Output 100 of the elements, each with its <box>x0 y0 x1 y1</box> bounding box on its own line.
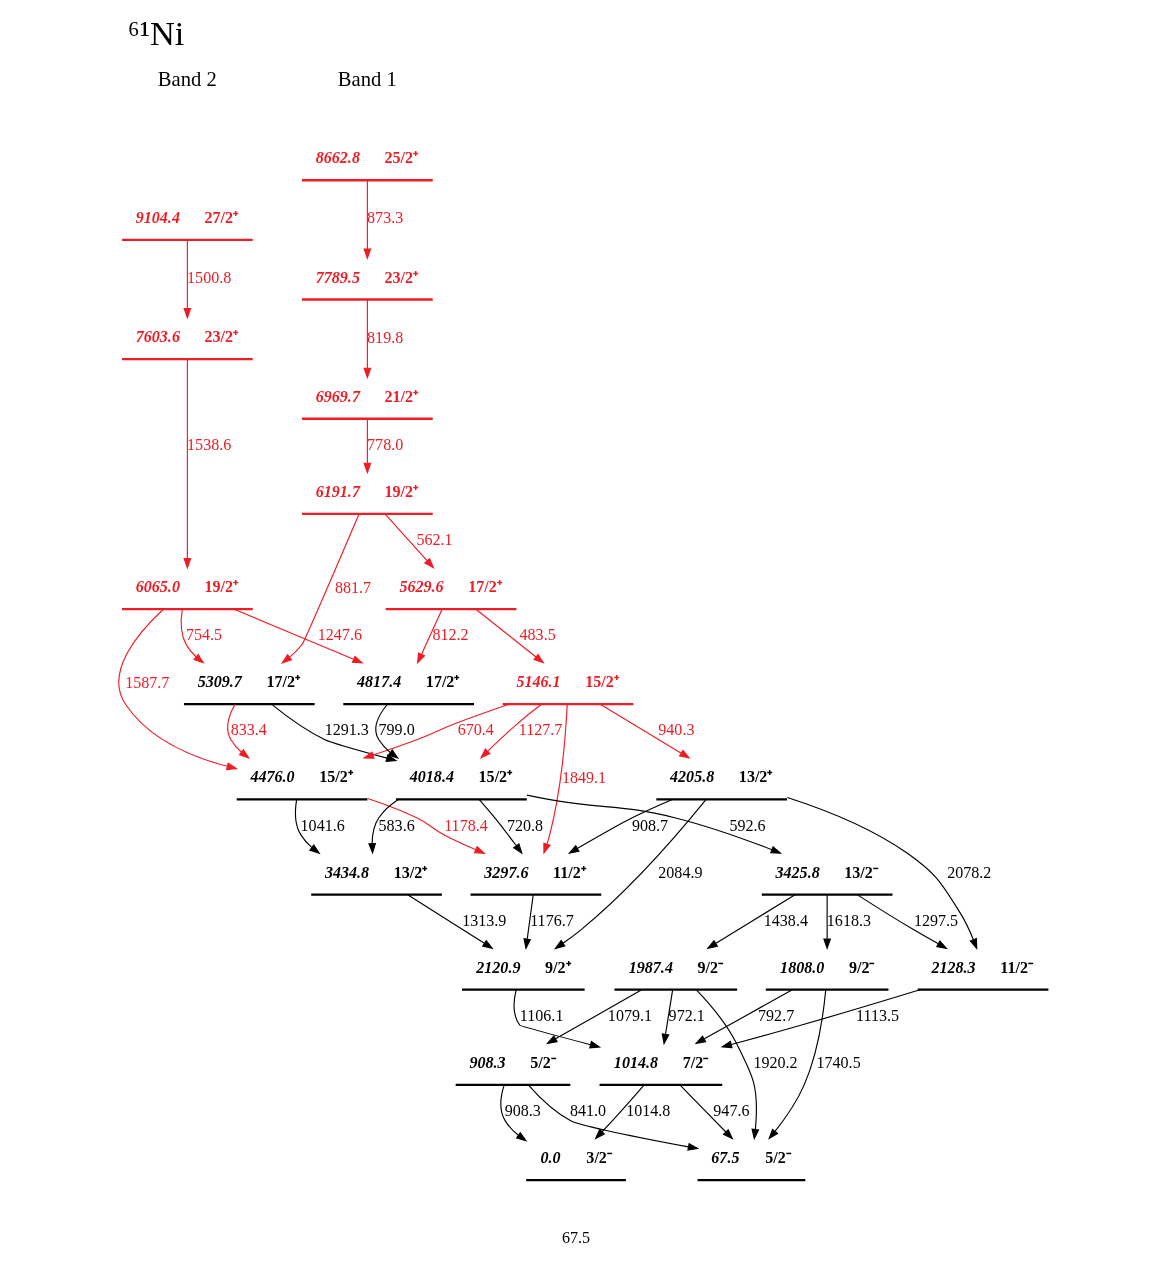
edge-label: 2084.9 <box>657 864 702 882</box>
edge-label: 754.5 <box>185 626 222 644</box>
edge-label: 1740.5 <box>816 1054 861 1072</box>
edge-label: 881.7 <box>334 578 371 596</box>
edge-label: 1113.5 <box>855 1006 899 1024</box>
node-text: 4018.4 15/2⁺ <box>409 768 512 786</box>
node-text: 6191.7 19/2⁺ <box>315 482 418 500</box>
edge-label: 720.8 <box>506 816 543 834</box>
arrow <box>474 608 545 664</box>
edge-label: 1079.1 <box>607 1006 652 1024</box>
edge-label: 1618.3 <box>826 911 871 929</box>
edge-label: 1291.3 <box>324 721 369 739</box>
arrow <box>786 796 977 950</box>
arrow <box>542 703 568 855</box>
edge-label: 2078.2 <box>946 864 991 882</box>
edge-label: 799.0 <box>378 721 415 739</box>
arrow <box>478 799 523 855</box>
edge-label: 483.5 <box>519 626 556 644</box>
node-text: 5309.7 17/2⁺ <box>197 673 300 691</box>
edge-label: 1297.5 <box>913 911 958 929</box>
arrow <box>593 1084 645 1140</box>
edge-label: 1014.8 <box>625 1102 670 1120</box>
edge-label: 792.7 <box>757 1006 794 1024</box>
label: Band 2 <box>157 67 217 90</box>
arrow <box>661 989 673 1046</box>
node-text: 1808.0 9/2⁻ <box>779 958 874 976</box>
edge-label: 583.6 <box>378 816 415 834</box>
edge-label: 812.2 <box>431 626 469 644</box>
edge-label: 833.4 <box>230 721 267 739</box>
arrow <box>367 798 399 855</box>
edge-label: 592.6 <box>728 816 766 834</box>
edge-label: 908.3 <box>504 1102 541 1120</box>
arrow <box>525 794 782 854</box>
edge-label: 1587.7 <box>124 673 169 691</box>
arrow <box>362 418 371 475</box>
arrow <box>270 703 397 762</box>
node-text: 908.3 5/2⁻ <box>468 1053 556 1071</box>
arrow <box>567 798 673 854</box>
edge-label: 1438.4 <box>763 911 808 929</box>
label: Band 1 <box>337 67 397 90</box>
arrow <box>527 1084 699 1151</box>
node-text: 1014.8 7/2⁻ <box>613 1053 708 1071</box>
arrow <box>856 894 948 950</box>
arrow <box>479 703 542 759</box>
arrow <box>512 989 601 1049</box>
edge-label: 1106.1 <box>519 1006 563 1024</box>
arrow <box>182 358 191 570</box>
edge-label: 562.1 <box>415 531 453 549</box>
edge-label: 972.1 <box>668 1006 705 1024</box>
arrow <box>522 894 534 950</box>
arrow <box>695 989 759 1141</box>
arrow <box>406 894 494 950</box>
arrow <box>180 608 205 664</box>
edge-label: 670.4 <box>457 721 494 739</box>
arrow <box>416 608 443 665</box>
edge-label: 908.7 <box>631 816 668 834</box>
edge-label: 947.6 <box>712 1102 749 1120</box>
node-text: 4476.0 15/2⁺ <box>249 768 353 786</box>
edge-label: 1920.2 <box>752 1054 798 1072</box>
edge-label: 1538.6 <box>186 435 231 453</box>
arrow <box>599 703 691 759</box>
edge-label: 1247.6 <box>317 626 362 644</box>
diagram-title: ⁶¹Ni <box>127 13 184 52</box>
arrow <box>822 894 831 950</box>
edge-label: 1041.6 <box>300 816 345 834</box>
node-text: 1987.4 9/2⁻ <box>628 958 723 976</box>
node-text: 4817.4 17/2⁺ <box>356 673 459 691</box>
arrow <box>767 989 826 1140</box>
edge-label: 1127.7 <box>518 721 562 739</box>
arrow <box>362 299 371 380</box>
node-text: 7603.6 23/2⁺ <box>135 328 238 346</box>
arrow <box>545 989 642 1045</box>
edge-label: 1849.1 <box>561 768 606 786</box>
edge-label: 1500.8 <box>186 269 231 287</box>
edge-label: 1313.9 <box>461 911 506 929</box>
node-text: 3434.8 13/2⁺ <box>324 863 427 881</box>
arrow <box>233 608 364 664</box>
edge-label: 778.0 <box>366 435 403 453</box>
arrow <box>182 239 191 320</box>
label: 67.5 <box>561 1228 590 1246</box>
node-text: 6969.7 21/2⁺ <box>315 387 418 405</box>
arrow <box>366 797 486 854</box>
arrow <box>705 894 796 950</box>
arrow <box>117 608 238 771</box>
arrow <box>280 513 360 664</box>
node-text: 3425.8 13/2⁻ <box>775 863 878 881</box>
arrow <box>679 1084 733 1140</box>
node-text: 4205.8 13/2⁺ <box>669 768 772 786</box>
arrow <box>384 513 434 569</box>
node-text: 7789.5 23/2⁺ <box>315 268 418 286</box>
arrow <box>694 989 792 1045</box>
arrow <box>362 703 509 759</box>
node-text: 8662.8 25/2⁺ <box>315 149 418 167</box>
node-text: 0.0 3/2⁻ <box>540 1149 612 1167</box>
arrow <box>226 703 250 759</box>
node-text: 67.5 5/2⁻ <box>710 1149 791 1167</box>
arrow <box>499 1084 527 1142</box>
edge-label: 1176.7 <box>529 911 574 929</box>
edge-label: 841.0 <box>569 1102 606 1120</box>
node-text: 6065.0 19/2⁺ <box>135 578 238 596</box>
